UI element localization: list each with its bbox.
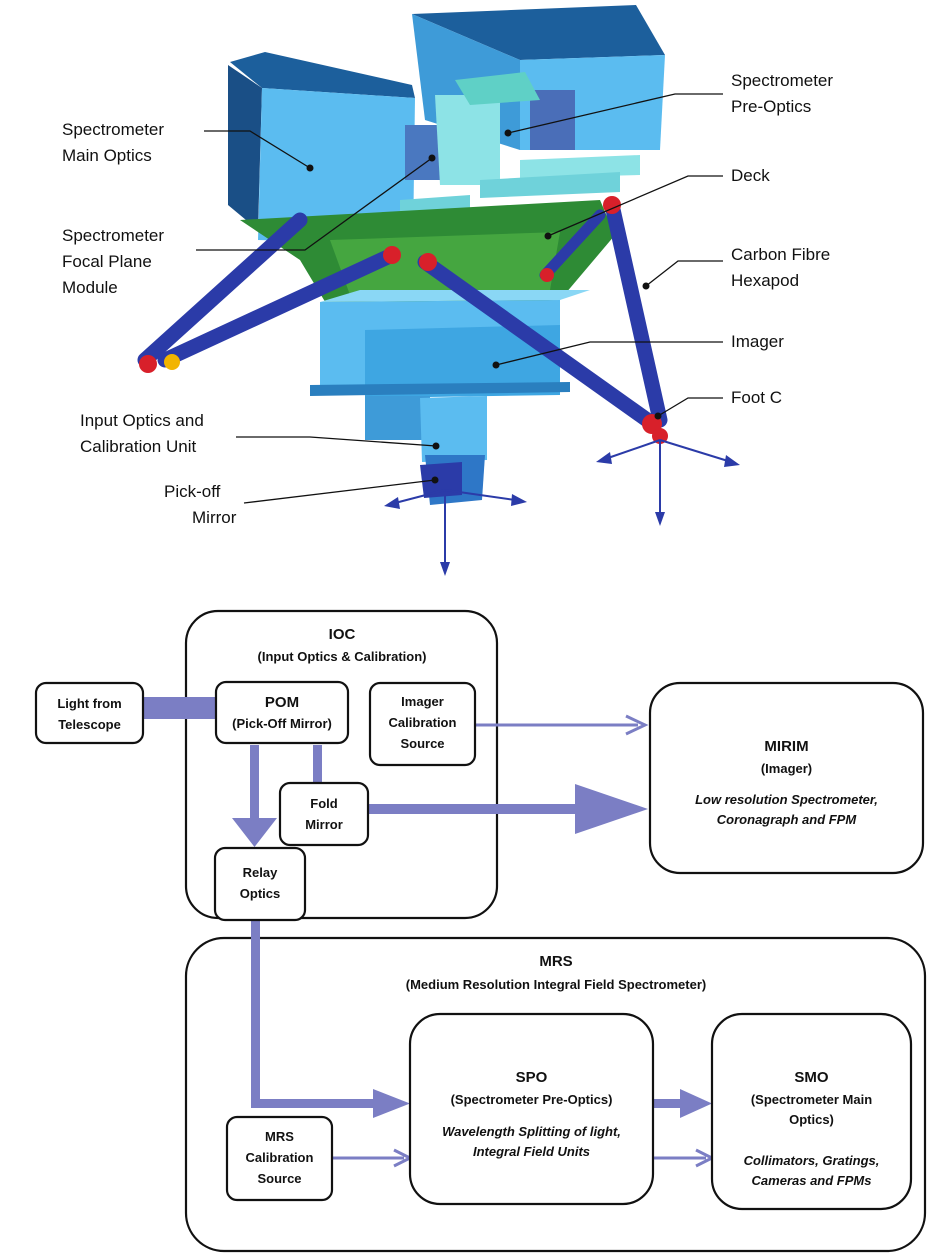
svg-text:Calibration: Calibration bbox=[246, 1150, 314, 1165]
svg-text:SMO: SMO bbox=[794, 1069, 829, 1086]
axes-shape bbox=[384, 439, 740, 576]
svg-text:Main Optics: Main Optics bbox=[62, 146, 152, 165]
imager-calibration-source-box: Imager Calibration Source bbox=[368, 681, 477, 767]
svg-text:Spectrometer: Spectrometer bbox=[731, 71, 833, 90]
svg-text:Collimators, Gratings,: Collimators, Gratings, bbox=[744, 1153, 880, 1168]
label-spectrometer-focal-plane-module: Spectrometer Focal Plane Module bbox=[62, 154, 436, 297]
svg-text:Carbon Fibre: Carbon Fibre bbox=[731, 245, 830, 264]
svg-text:SPO: SPO bbox=[516, 1069, 548, 1086]
svg-text:Light from: Light from bbox=[57, 696, 121, 711]
mrs-title: MRS bbox=[539, 953, 572, 970]
svg-text:Integral Field Units: Integral Field Units bbox=[473, 1144, 590, 1159]
smo-box: SMO (Spectrometer Main Optics) Collimato… bbox=[710, 1012, 913, 1211]
svg-text:Focal Plane: Focal Plane bbox=[62, 252, 152, 271]
svg-text:Optics): Optics) bbox=[789, 1112, 834, 1127]
svg-text:Source: Source bbox=[400, 736, 444, 751]
svg-text:POM: POM bbox=[265, 694, 299, 711]
label-foot-c: Foot C bbox=[654, 388, 782, 420]
mrs-subtitle: (Medium Resolution Integral Field Spectr… bbox=[406, 977, 706, 992]
svg-text:Imager: Imager bbox=[731, 332, 784, 351]
fold-to-mirim-arrow bbox=[369, 804, 583, 814]
label-spectrometer-main-optics: Spectrometer Main Optics bbox=[62, 120, 314, 172]
relay-to-spo-vertical bbox=[251, 920, 260, 1108]
svg-text:Imager: Imager bbox=[401, 694, 444, 709]
spo-box: SPO (Spectrometer Pre-Optics) Wavelength… bbox=[408, 1012, 655, 1206]
svg-text:Telescope: Telescope bbox=[58, 717, 121, 732]
spo-to-smo-arrow bbox=[653, 1099, 683, 1108]
ioc-title: IOC bbox=[329, 626, 356, 643]
svg-text:Source: Source bbox=[257, 1171, 301, 1186]
label-input-optics-calibration-unit: Input Optics and Calibration Unit bbox=[80, 411, 440, 456]
light-from-telescope-box: Light from Telescope bbox=[34, 681, 145, 745]
flow-arrows bbox=[143, 697, 716, 1168]
label-deck: Deck bbox=[544, 166, 770, 240]
input-optics-shape bbox=[365, 396, 487, 505]
svg-text:(Imager): (Imager) bbox=[761, 761, 812, 776]
svg-text:Module: Module bbox=[62, 278, 118, 297]
svg-text:(Spectrometer Pre-Optics): (Spectrometer Pre-Optics) bbox=[451, 1092, 613, 1107]
pom-to-fold-connector bbox=[313, 745, 322, 783]
svg-text:Mirror: Mirror bbox=[192, 508, 237, 527]
mirim-box: MIRIM (Imager) Low resolution Spectromet… bbox=[648, 681, 925, 875]
ioc-subtitle: (Input Optics & Calibration) bbox=[258, 649, 427, 664]
svg-text:(Pick-Off Mirror): (Pick-Off Mirror) bbox=[232, 716, 332, 731]
instrument-illustration bbox=[137, 5, 740, 576]
pom-box: POM (Pick-Off Mirror) bbox=[214, 680, 350, 745]
svg-text:Input Optics and: Input Optics and bbox=[80, 411, 204, 430]
svg-text:Spectrometer: Spectrometer bbox=[62, 226, 164, 245]
spectrometer-pre-optics-shape bbox=[400, 5, 665, 232]
relay-optics-box: Relay Optics bbox=[213, 846, 307, 922]
light-input-arrow bbox=[143, 697, 217, 719]
svg-text:MIRIM: MIRIM bbox=[764, 738, 808, 755]
block-diagram: IOC (Input Optics & Calibration) MRS (Me… bbox=[34, 609, 927, 1253]
svg-text:Relay: Relay bbox=[243, 865, 278, 880]
svg-text:Optics: Optics bbox=[240, 886, 280, 901]
pom-to-relay-arrow bbox=[250, 745, 259, 821]
svg-text:(Spectrometer Main: (Spectrometer Main bbox=[751, 1092, 872, 1107]
relay-to-spo-horizontal bbox=[251, 1099, 375, 1108]
svg-text:Mirror: Mirror bbox=[305, 817, 343, 832]
svg-text:Pre-Optics: Pre-Optics bbox=[731, 97, 811, 116]
svg-text:Wavelength Splitting of light,: Wavelength Splitting of light, bbox=[442, 1124, 621, 1139]
hexapod-shape bbox=[137, 196, 668, 444]
label-imager: Imager bbox=[492, 332, 784, 369]
label-carbon-fibre-hexapod: Carbon Fibre Hexapod bbox=[642, 245, 830, 290]
svg-text:Pick-off: Pick-off bbox=[164, 482, 221, 501]
svg-text:Calibration Unit: Calibration Unit bbox=[80, 437, 196, 456]
svg-text:Cameras and FPMs: Cameras and FPMs bbox=[752, 1173, 872, 1188]
svg-text:Coronagraph and FPM: Coronagraph and FPM bbox=[717, 812, 858, 827]
label-spectrometer-pre-optics: Spectrometer Pre-Optics bbox=[504, 71, 833, 137]
fold-mirror-box: Fold Mirror bbox=[278, 781, 370, 847]
svg-text:MRS: MRS bbox=[265, 1129, 294, 1144]
label-pick-off-mirror: Pick-off Mirror bbox=[164, 476, 439, 527]
svg-text:Calibration: Calibration bbox=[389, 715, 457, 730]
svg-text:Spectrometer: Spectrometer bbox=[62, 120, 164, 139]
svg-text:Hexapod: Hexapod bbox=[731, 271, 799, 290]
spectrometer-main-optics-shape bbox=[228, 52, 445, 245]
svg-text:Low resolution Spectrometer,: Low resolution Spectrometer, bbox=[695, 792, 878, 807]
svg-text:Deck: Deck bbox=[731, 166, 770, 185]
mrs-calibration-source-box: MRS Calibration Source bbox=[225, 1115, 334, 1202]
svg-text:Foot C: Foot C bbox=[731, 388, 782, 407]
instrument-callouts: Spectrometer Main Optics Spectrometer Fo… bbox=[62, 71, 833, 527]
svg-text:Fold: Fold bbox=[310, 796, 337, 811]
